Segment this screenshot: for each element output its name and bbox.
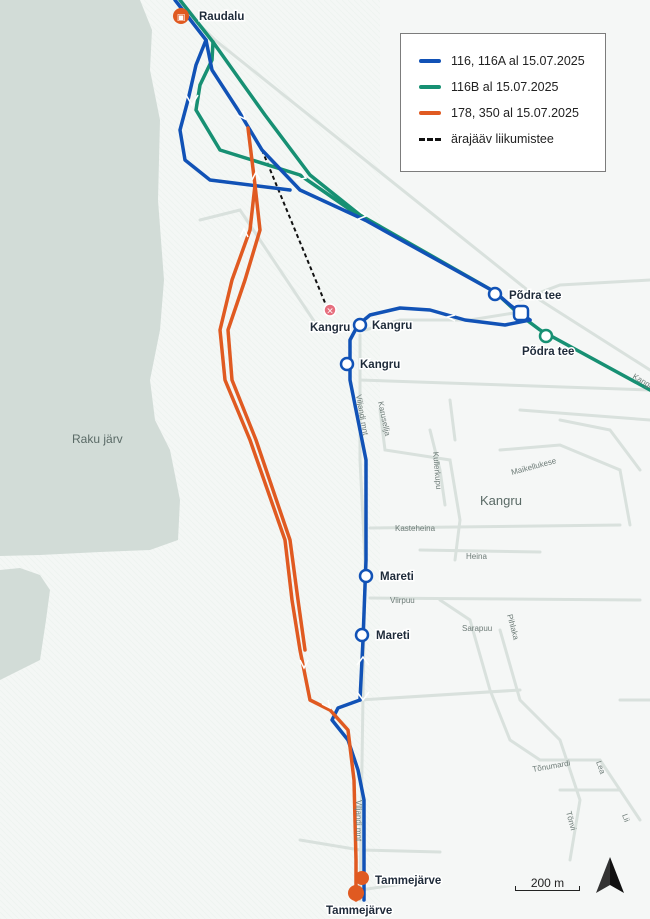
legend-swatch-dashed [419,137,441,141]
legend: 116, 116A al 15.07.2025 116B al 15.07.20… [400,33,606,172]
street-kullerkupu: Kullerkupu [431,451,443,489]
street-heina: Heina [466,552,487,561]
street-li: Lii [620,813,631,824]
stop-label-kangru-1: Kangru [372,320,412,332]
raku-lake-south [0,568,50,680]
place-labels: Raku järv Kangru [72,432,522,508]
removed-x-glyph: × [326,307,334,317]
stop-raudalu-icon[interactable] [173,8,189,24]
stop-labels: Raudalu Põdra tee Põdra tee Kangru Kangr… [198,10,576,919]
stop-label-tammejarve-2: Tammejärve [326,905,392,917]
legend-label-116b: 116B al 15.07.2025 [451,80,559,94]
route-116b [178,0,650,392]
legend-label-178-350: 178, 350 al 15.07.2025 [451,106,579,120]
legend-label-116: 116, 116A al 15.07.2025 [451,54,585,68]
stop-label-mareti-2: Mareti [376,630,410,642]
raku-lake [0,0,180,556]
legend-swatch-blue [419,59,441,63]
street-viljandi-2: Viljandi mnt [354,800,363,842]
street-kasteheina: Kasteheina [395,524,436,533]
legend-item-178-350: 178, 350 al 15.07.2025 [419,100,605,126]
stop-label-podra-tee-2: Põdra tee [522,346,574,358]
stop-tammejarve-1-icon[interactable] [355,871,369,885]
legend-label-removed: ärajääv liikumistee [451,132,554,146]
stop-label-tammejarve-1: Tammejärve [375,875,441,887]
stop-mareti-1-icon[interactable] [358,568,374,584]
route-178-350 [218,126,358,902]
street-lea: Lea [594,760,607,776]
direction-arrows [185,94,456,710]
legend-swatch-green [419,85,441,89]
bus-glyph: ▣ [177,13,186,23]
stop-kangru-1-icon[interactable] [352,317,368,333]
stop-tammejarve-2-icon[interactable] [348,885,364,901]
legend-item-116: 116, 116A al 15.07.2025 [419,48,605,74]
legend-swatch-orange [419,111,441,115]
lake-label: Raku järv [72,432,123,446]
stop-label-podra-tee-1: Põdra tee [509,290,561,302]
street-sarapuu: Sarapuu [462,624,492,633]
stop-markers: ▣ × [173,8,554,901]
street-viirpuu: Viirpuu [390,596,415,605]
legend-item-removed: ärajääv liikumistee [419,126,605,152]
stop-mareti-2-icon[interactable] [354,627,370,643]
street-network [173,0,650,902]
stop-label-kangru-2: Kangru [360,359,400,371]
stop-label-raudalu: Raudalu [199,11,244,23]
stop-kangru-2-icon[interactable] [339,356,355,372]
stop-podra-tee-hub-icon[interactable] [512,304,530,322]
stop-kangru-removed-icon[interactable] [323,303,337,317]
stop-podra-tee-2-icon[interactable] [538,328,554,344]
scale-bar: 200 m [515,877,580,891]
scale-bar-line [515,886,580,891]
removed-route-line [261,149,329,311]
scale-bar-label: 200 m [530,876,565,890]
stop-label-kangru-removed: Kangru [310,322,350,334]
stop-podra-tee-1-icon[interactable] [487,286,503,302]
district-label: Kangru [480,493,522,508]
stop-label-mareti-1: Mareti [380,571,414,583]
north-arrow-icon [596,857,624,893]
legend-item-116b: 116B al 15.07.2025 [419,74,605,100]
